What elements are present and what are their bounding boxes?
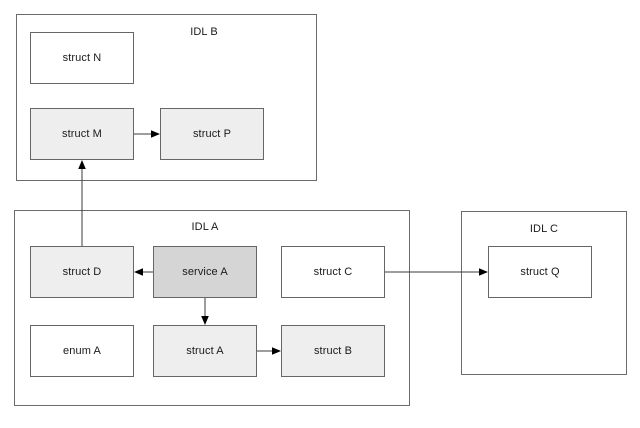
container-idl-b <box>16 14 317 181</box>
node-struct-c[interactable]: struct C <box>281 246 385 298</box>
node-struct-a[interactable]: struct A <box>153 325 257 377</box>
node-service-a[interactable]: service A <box>153 246 257 298</box>
node-struct-n[interactable]: struct N <box>30 32 134 84</box>
container-idl-a <box>14 210 410 406</box>
node-struct-d[interactable]: struct D <box>30 246 134 298</box>
container-label-idl-a: IDL A <box>191 221 219 233</box>
container-label-idl-c: IDL C <box>529 223 559 235</box>
node-struct-m[interactable]: struct M <box>30 108 134 160</box>
node-struct-p[interactable]: struct P <box>160 108 264 160</box>
node-struct-b[interactable]: struct B <box>281 325 385 377</box>
node-enum-a[interactable]: enum A <box>30 325 134 377</box>
container-label-idl-b: IDL B <box>190 26 218 38</box>
container-idl-c <box>461 211 627 375</box>
node-struct-q[interactable]: struct Q <box>488 246 592 298</box>
